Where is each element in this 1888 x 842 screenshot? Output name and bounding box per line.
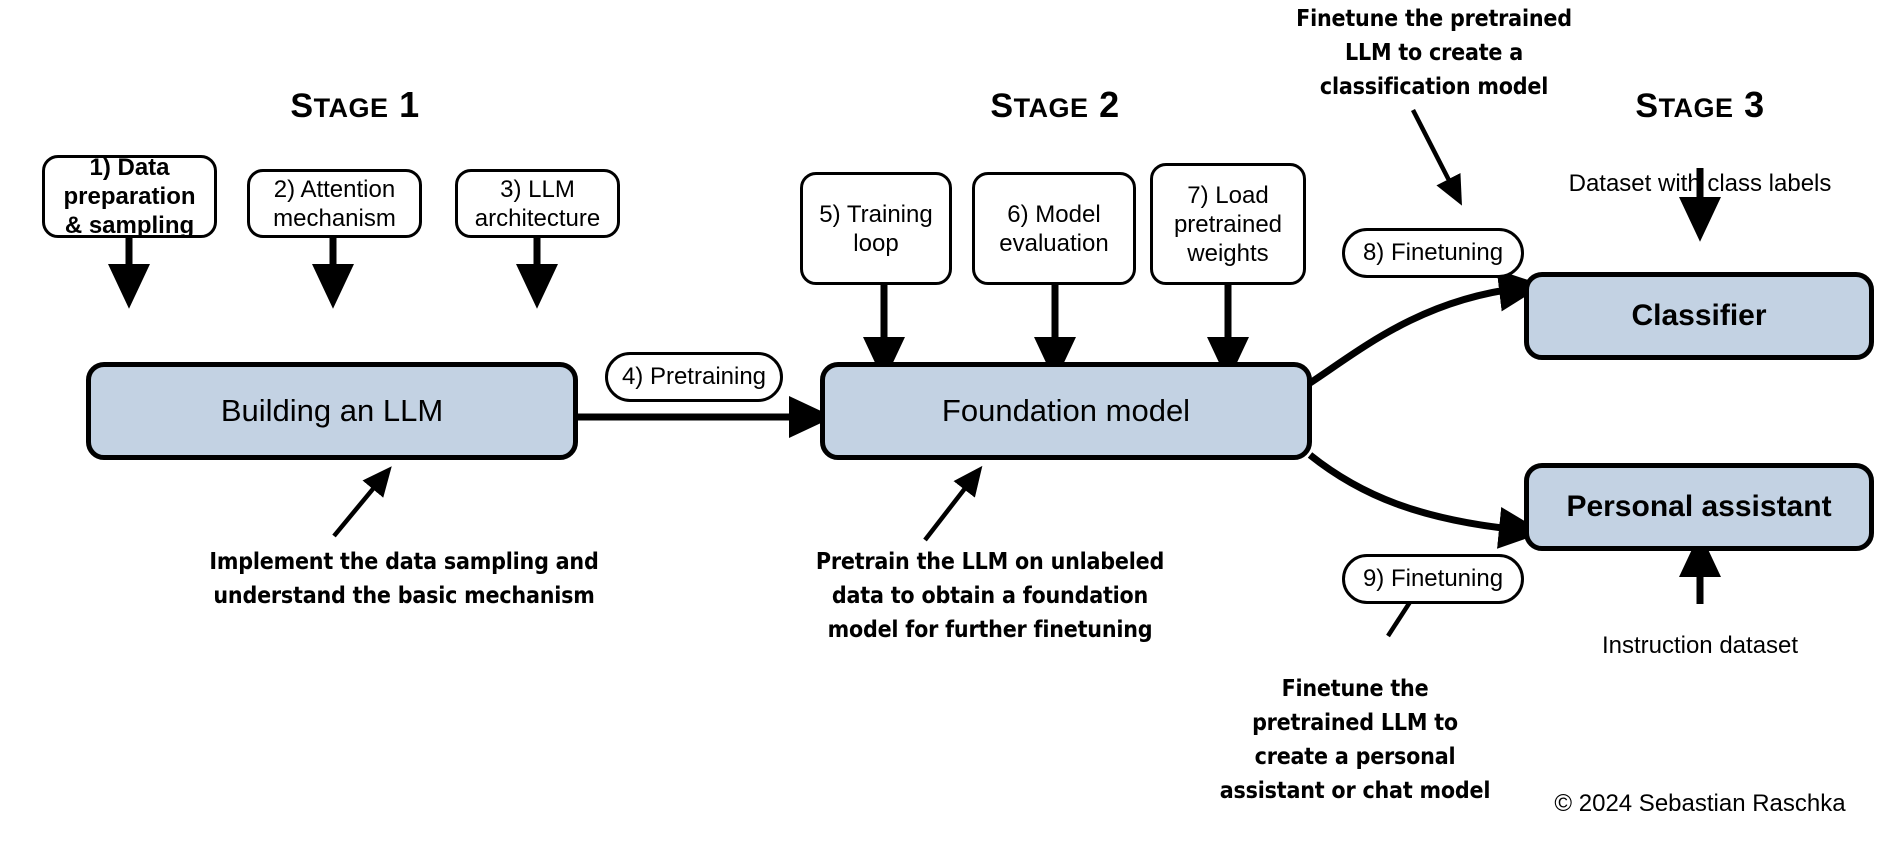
- task-box-6-line2: evaluation: [999, 229, 1109, 257]
- arrow-foundation-to-assistant: [1307, 452, 1544, 549]
- copyright-notice: © 2024 Sebastian Raschka: [1554, 790, 1845, 818]
- annotation-classifier-line3: classification model: [1319, 74, 1549, 100]
- stage-3-cap: S: [1635, 87, 1659, 125]
- caption-dataset-with-class-labels: Dataset with class labels: [1569, 170, 1832, 198]
- annotation-assistant-line4: assistant or chat model: [1219, 778, 1491, 804]
- task-box-1-line1: 1) Data: [89, 154, 170, 181]
- task-box-2-line2: mechanism: [273, 204, 396, 232]
- annotation-classifier-line2: LLM to create a: [1344, 40, 1524, 66]
- task-box-7-line2: pretrained: [1173, 210, 1283, 238]
- stage-1-heading: STAGE 1: [290, 87, 419, 125]
- annotation-stage2-line2: data to obtain a foundation: [831, 583, 1149, 609]
- annotation-assistant-line3: create a personal: [1254, 744, 1456, 770]
- model-box-foundation-model[interactable]: Foundation model: [820, 362, 1312, 460]
- annotation-classifier-line1: Finetune the pretrained: [1296, 6, 1572, 32]
- task-box-1-line3: & sampling: [64, 212, 195, 239]
- model-box-assistant-label: Personal assistant: [1566, 490, 1832, 523]
- model-box-classifier-label: Classifier: [1631, 299, 1767, 332]
- pointer-stage2-annotation: [923, 465, 983, 542]
- task-box-2-line1: 2) Attention: [273, 175, 396, 203]
- annotation-stage2: Pretrain the LLM on unlabeled data to ob…: [775, 545, 1205, 647]
- pill-finetuning-assistant[interactable]: 9) Finetuning: [1342, 554, 1524, 604]
- pointer-classifier-annotation: [1410, 108, 1462, 206]
- copyright-text: © 2024 Sebastian Raschka: [1554, 790, 1846, 817]
- stage-3-space: [1734, 84, 1745, 125]
- task-box-7-line1: 7) Load: [1187, 181, 1269, 209]
- task-box-7-line3: weights: [1187, 239, 1269, 267]
- annotation-assistant-line2: pretrained LLM to: [1252, 710, 1458, 736]
- stage-1-cap: S: [290, 87, 314, 125]
- pointer-stage1-annotation: [332, 466, 392, 538]
- model-box-building-an-llm[interactable]: Building an LLM: [86, 362, 578, 460]
- task-box-llm-architecture[interactable]: 3) LLM architecture: [455, 169, 620, 238]
- task-box-1-line2: preparation: [63, 183, 196, 210]
- stage-2-num-value: 2: [1099, 84, 1120, 125]
- model-box-personal-assistant[interactable]: Personal assistant: [1524, 463, 1874, 551]
- pill-finetuning-classifier[interactable]: 8) Finetuning: [1342, 228, 1524, 278]
- stage-2-cap: S: [990, 87, 1014, 125]
- annotation-assistant-line1: Finetune the: [1281, 676, 1429, 702]
- stage-1-smallcaps: TAGE: [313, 93, 389, 123]
- stage-3-num-value: 3: [1744, 84, 1765, 125]
- task-box-attention-mechanism[interactable]: 2) Attention mechanism: [247, 169, 422, 238]
- stage-2-heading: STAGE 2: [990, 87, 1119, 125]
- task-box-5-line2: loop: [853, 229, 899, 257]
- task-box-3-line1: 3) LLM: [500, 175, 575, 203]
- model-box-foundation-label: Foundation model: [941, 393, 1191, 428]
- annotation-stage1-line2: understand the basic mechanism: [213, 583, 595, 609]
- annotation-stage2-line3: model for further finetuning: [827, 617, 1153, 643]
- stage-3-smallcaps: TAGE: [1658, 93, 1734, 123]
- model-box-classifier[interactable]: Classifier: [1524, 272, 1874, 360]
- task-box-5-line1: 5) Training: [819, 200, 933, 228]
- task-box-3-line2: architecture: [474, 204, 601, 232]
- stage-2-space: [1089, 84, 1100, 125]
- pill-finetuning-classifier-label: 8) Finetuning: [1362, 239, 1504, 266]
- task-box-6-line1: 6) Model: [1007, 200, 1101, 228]
- pill-finetuning-assistant-label: 9) Finetuning: [1362, 565, 1504, 592]
- stage-2-smallcaps: TAGE: [1013, 93, 1089, 123]
- annotation-stage1: Implement the data sampling and understa…: [174, 545, 634, 613]
- annotation-stage2-line1: Pretrain the LLM on unlabeled: [815, 549, 1165, 575]
- caption-instruction-dataset-text: Instruction dataset: [1601, 632, 1799, 659]
- pill-pretraining-label: 4) Pretraining: [621, 363, 767, 390]
- task-box-data-preparation[interactable]: 1) Data preparation & sampling: [42, 154, 217, 239]
- annotation-classifier: Finetune the pretrained LLM to create a …: [1269, 2, 1599, 104]
- stage-1-num-value: 1: [399, 84, 420, 125]
- model-box-building-label: Building an LLM: [220, 393, 444, 428]
- stage-1-number: [389, 84, 400, 125]
- stage-3-heading: STAGE 3: [1635, 87, 1764, 125]
- annotation-assistant: Finetune the pretrained LLM to create a …: [1200, 672, 1510, 808]
- annotation-stage1-line1: Implement the data sampling and: [209, 549, 599, 575]
- pill-pretraining[interactable]: 4) Pretraining: [605, 352, 783, 402]
- caption-instruction-dataset: Instruction dataset: [1602, 632, 1798, 660]
- arrow-foundation-to-classifier: [1308, 269, 1544, 386]
- task-box-model-evaluation[interactable]: 6) Model evaluation: [972, 172, 1136, 285]
- caption-class-dataset-text: Dataset with class labels: [1568, 170, 1832, 197]
- task-box-training-loop[interactable]: 5) Training loop: [800, 172, 952, 285]
- task-box-load-pretrained-weights[interactable]: 7) Load pretrained weights: [1150, 163, 1306, 285]
